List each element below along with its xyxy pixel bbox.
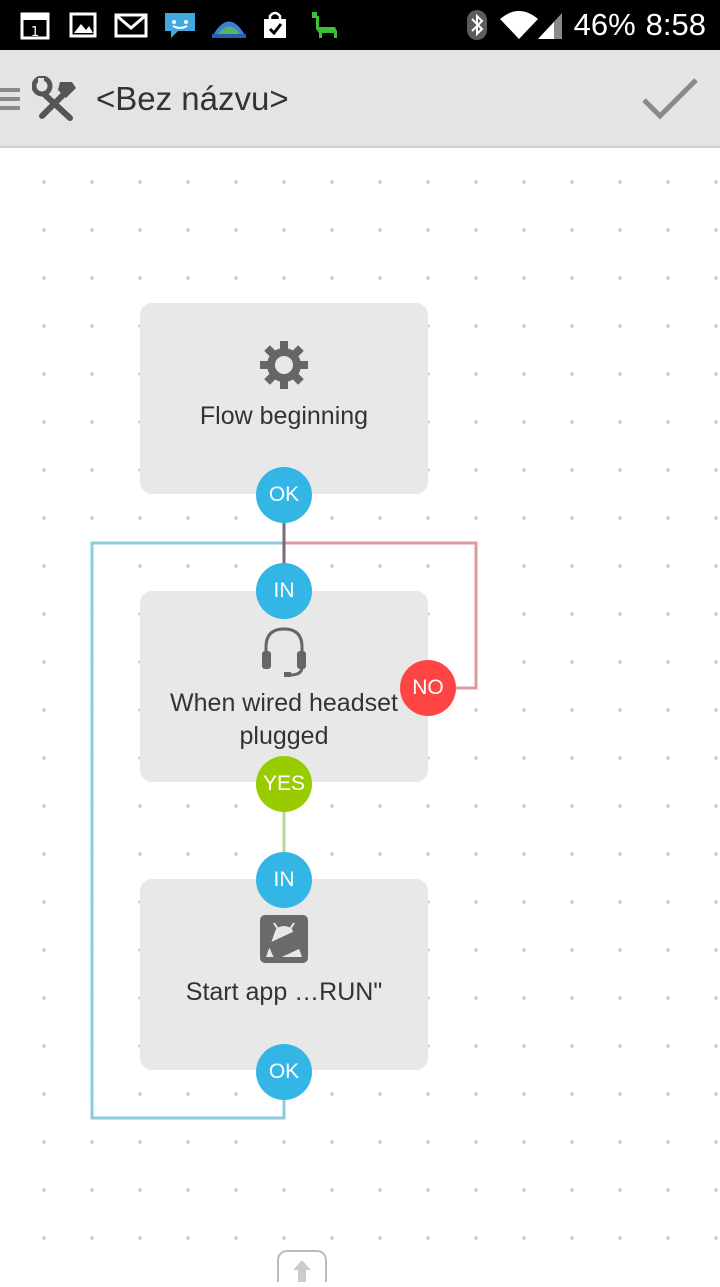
bluetooth-icon [466,10,487,40]
status-system-area: 46% 8:58 [466,0,706,50]
add-block-handle[interactable] [277,1250,327,1282]
headset-icon [262,627,306,677]
block-label: Flow beginning [199,402,369,430]
check-icon[interactable] [640,72,700,126]
tools-icon[interactable] [32,76,80,124]
wifi-icon [499,11,562,39]
action-bar: <Bez názvu> [0,50,720,148]
yes-output-port[interactable]: YES [256,756,312,812]
in-input-port[interactable]: IN [256,852,312,908]
chat-icon [165,13,195,38]
drawer-menu-icon[interactable] [0,86,20,112]
gear-icon [260,341,308,389]
no-output-port[interactable]: NO [400,660,456,716]
ok-output-port[interactable]: OK [256,467,312,523]
ok-output-port[interactable]: OK [256,1044,312,1100]
flow-beginning-block[interactable]: Flow beginning [140,303,428,494]
no-loop-wire [284,541,478,690]
clock-time: 8:58 [645,7,706,42]
status-bar: 1 46% 8:58 [0,0,720,50]
start-app-block[interactable]: Start app …RUN" [140,879,428,1070]
gmail-icon [114,13,148,38]
battery-percent: 46% [573,7,636,42]
signal-icon [537,13,562,39]
arrow-up-icon [293,1260,311,1282]
block-label: Start app …RUN" [185,978,383,1006]
in-input-port[interactable]: IN [256,563,312,619]
flow-title[interactable]: <Bez názvu> [96,80,289,117]
svg-text:1: 1 [31,25,39,40]
android-app-icon [260,915,308,963]
block-label: When wired headset plugged [170,689,398,750]
calendar-icon: 1 [20,12,50,40]
headset-condition-block[interactable]: When wired headset plugged [140,591,428,782]
weather-icon [212,21,246,38]
gallery-icon [69,12,97,38]
shopping-bag-icon [264,11,286,38]
llama-icon [312,12,337,38]
